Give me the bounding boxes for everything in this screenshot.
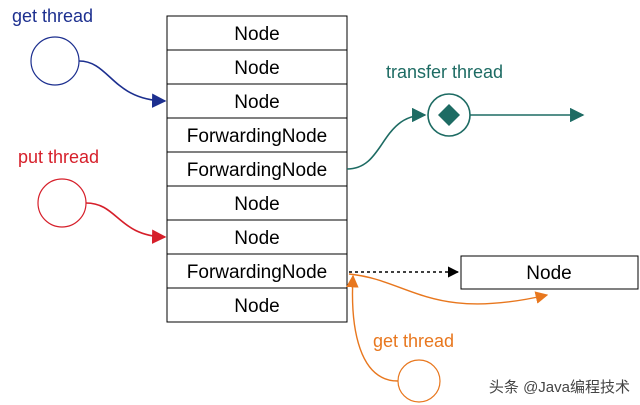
table-cell: Node: [166, 219, 348, 255]
cell-label: Node: [234, 92, 279, 113]
table-cell: Node: [166, 49, 348, 85]
next-table-node: Node: [460, 255, 639, 290]
get-thread-circle: [30, 36, 80, 86]
put-thread-label: put thread: [18, 147, 99, 167]
node-table: Node Node Node ForwardingNode Forwarding…: [166, 15, 348, 323]
next-table-node-label: Node: [526, 263, 571, 284]
table-cell: ForwardingNode: [166, 117, 348, 153]
cell-label: Node: [234, 58, 279, 79]
get-thread-bottom-arrow-next: [348, 273, 549, 305]
table-cell: ForwardingNode: [166, 253, 348, 289]
cell-label: ForwardingNode: [187, 160, 327, 181]
cell-label: ForwardingNode: [187, 262, 327, 283]
get-thread-bottom-arrow-up: [346, 274, 399, 382]
diamond-in-circle-icon: [438, 104, 460, 126]
get-thread-label: get thread: [12, 6, 93, 26]
get-thread-arrow: [78, 60, 167, 108]
table-cell: Node: [166, 185, 348, 221]
transfer-thread-arrow-in: [346, 107, 427, 170]
table-cell: Node: [166, 287, 348, 323]
transfer-thread-label: transfer thread: [386, 62, 503, 82]
get-thread-bottom-circle: [397, 359, 441, 403]
get-thread-bottom-label: get thread: [373, 331, 454, 351]
watermark: 头条 @Java编程技术: [489, 379, 630, 396]
cell-label: Node: [234, 296, 279, 317]
cell-label: Node: [234, 24, 279, 45]
put-thread-circle: [37, 178, 87, 228]
table-cell: Node: [166, 83, 348, 119]
table-cell: Node: [166, 15, 348, 51]
cell-label: Node: [234, 228, 279, 249]
table-cell: ForwardingNode: [166, 151, 348, 187]
put-thread-arrow: [85, 202, 167, 244]
cell-label: Node: [234, 194, 279, 215]
cell-label: ForwardingNode: [187, 126, 327, 147]
